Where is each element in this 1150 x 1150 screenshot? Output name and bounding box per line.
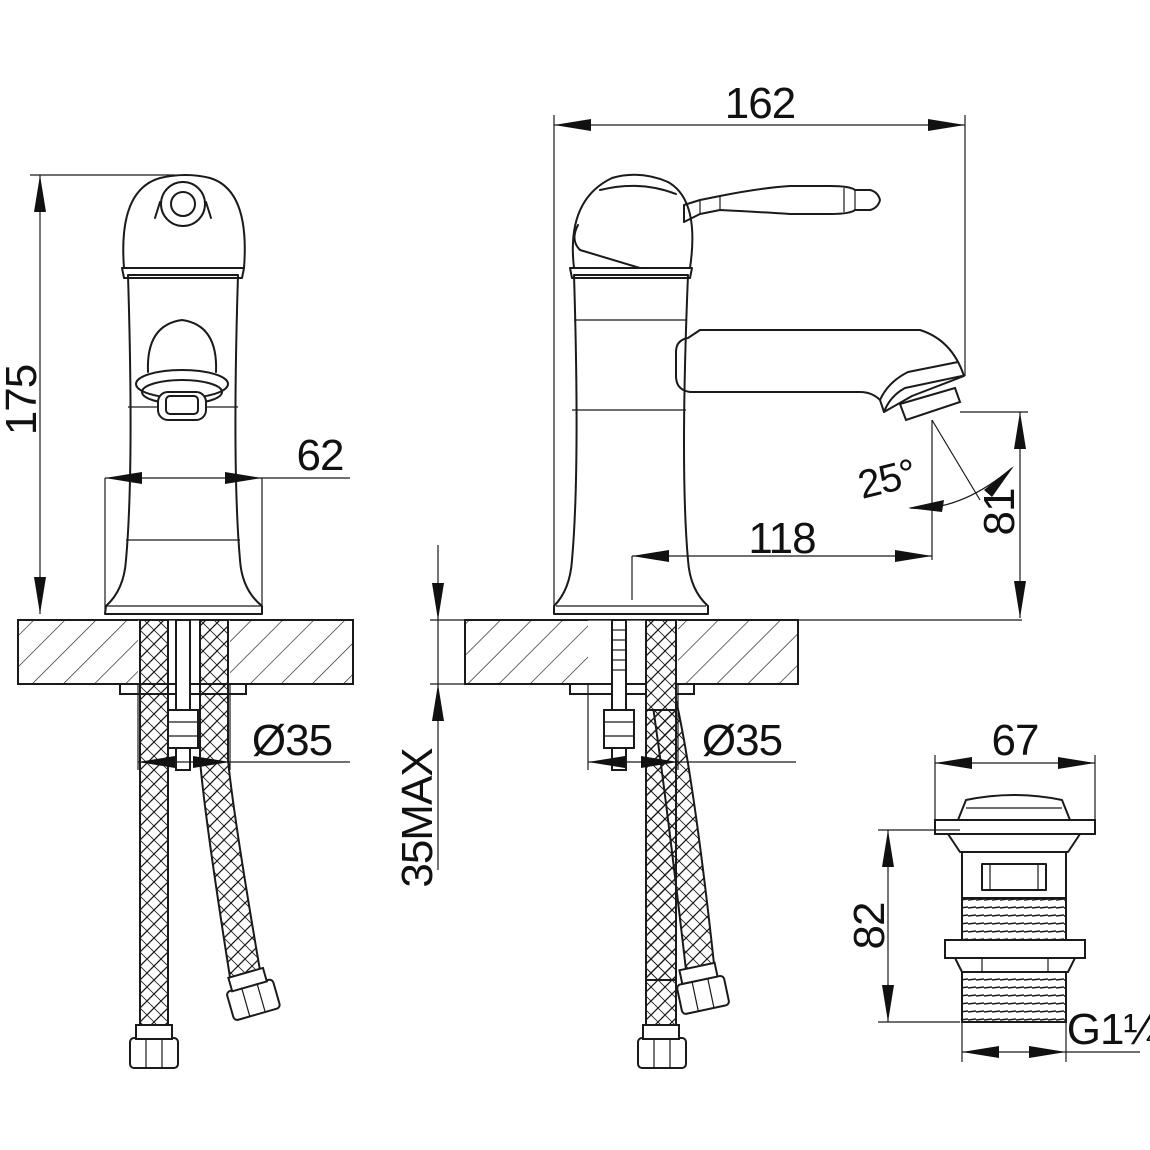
hose-left-a — [139, 619, 169, 1026]
drain-flange — [934, 819, 1096, 835]
drain-body — [961, 851, 1067, 899]
spout-side — [675, 329, 965, 413]
dim-angle-25: 25° — [854, 451, 920, 508]
drain-thread-lower — [961, 971, 1067, 1023]
counter-thickness-dim: 35MAX — [393, 545, 465, 888]
nut-right — [603, 709, 635, 749]
dome-cap — [122, 174, 246, 269]
dim-35max: 35MAX — [393, 748, 442, 888]
dim-hole-left: Ø35 — [252, 716, 332, 765]
dim-drain-67: 67 — [992, 716, 1039, 765]
dim-base-62: 62 — [297, 431, 344, 480]
threaded-rod-right — [611, 619, 627, 711]
dim-height-81: 81 — [975, 489, 1024, 536]
dim-height-175: 175 — [0, 365, 46, 435]
dome-cap-side — [571, 173, 694, 269]
dim-hole-right: Ø35 — [702, 716, 782, 765]
hose-fitting-left-a — [129, 1037, 179, 1069]
side-view: 162 118 25° 81 Ø35 — [464, 79, 1028, 1069]
drain-view: 67 82 G1¼ — [845, 716, 1150, 1062]
front-view: 175 62 Ø35 — [0, 174, 354, 1069]
dim-reach-118: 118 — [748, 514, 815, 563]
mount-plate-right — [569, 683, 695, 695]
drain-nut — [944, 939, 1086, 959]
spout-front — [146, 319, 218, 373]
hose-fitting-right-a — [637, 1037, 687, 1069]
drain-cap — [957, 794, 1071, 821]
drain-thread-upper — [961, 897, 1067, 941]
faucet-body-front — [104, 274, 263, 615]
lever-handle — [683, 185, 881, 223]
dim-drain-thread: G1¼ — [1067, 1005, 1150, 1054]
dim-length-162: 162 — [725, 79, 795, 128]
faucet-body-side — [553, 274, 709, 615]
dim-drain-82: 82 — [845, 903, 894, 950]
